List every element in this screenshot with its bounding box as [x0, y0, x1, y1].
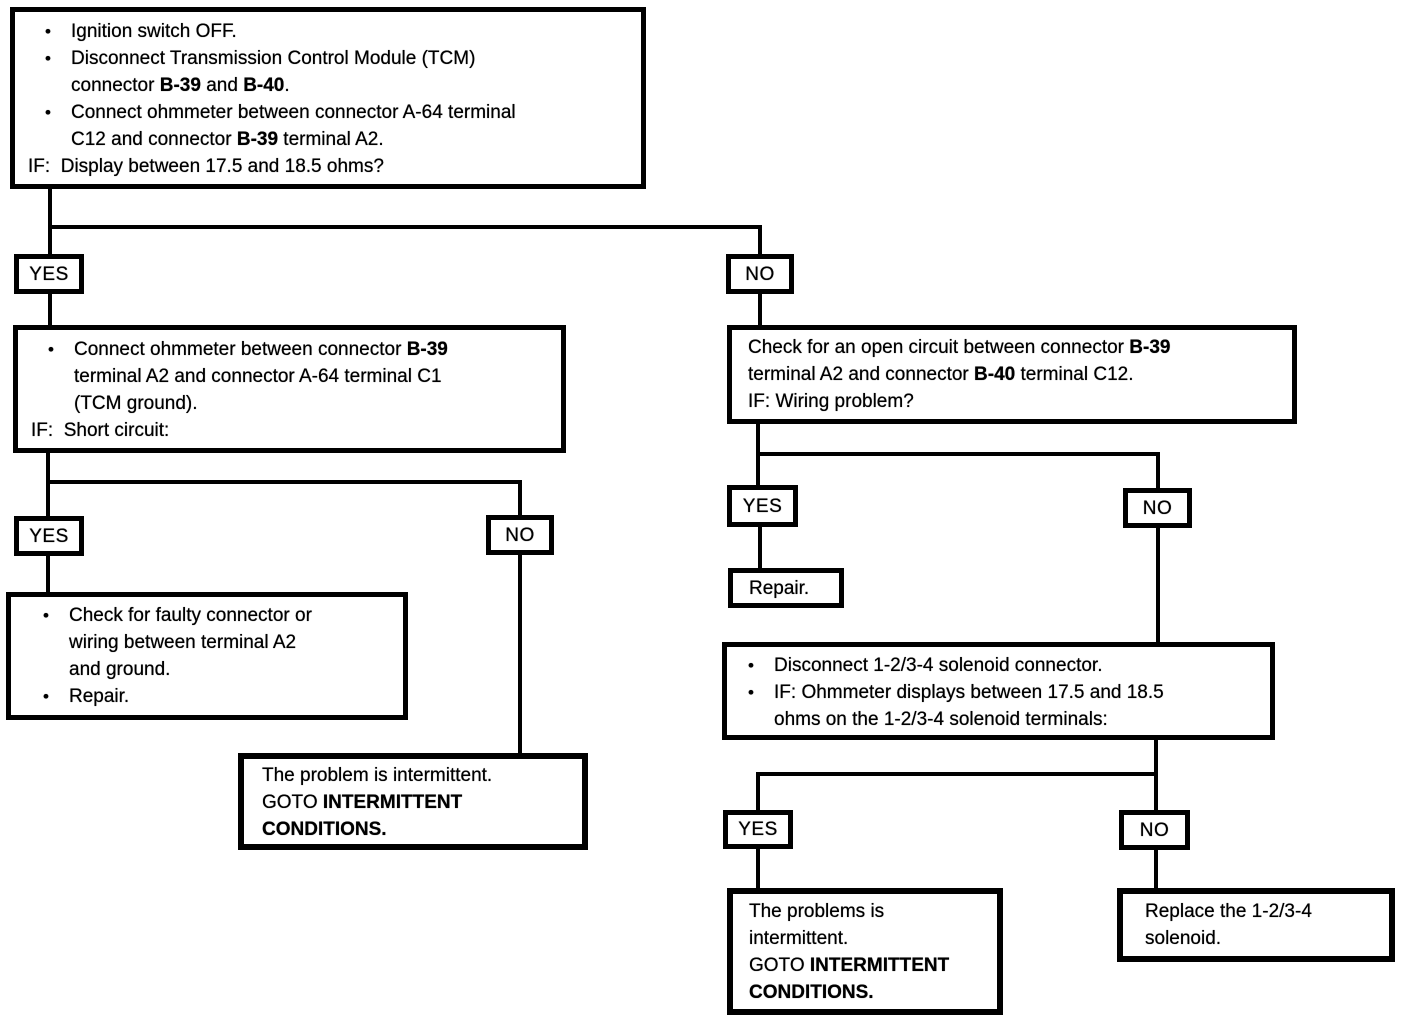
yes-label: YES	[742, 495, 783, 517]
no-label: NO	[1142, 497, 1173, 519]
no-label: NO	[1139, 819, 1170, 841]
connector-line	[756, 849, 760, 888]
connector-ref: B-40	[243, 75, 285, 96]
decision-no-1: NO	[726, 254, 794, 294]
connector-ref: B-40	[974, 364, 1016, 385]
node-repair: Repair.	[728, 568, 844, 608]
connector-line	[518, 480, 522, 515]
step-text: connector	[71, 75, 160, 96]
connector-line	[1154, 740, 1158, 772]
connector-line	[1156, 528, 1160, 642]
goto-target: INTERMITTENT	[809, 955, 950, 976]
node-faulty-connector-repair: • Check for faulty connector or wiring be…	[6, 592, 408, 720]
connector-ref: B-39	[236, 129, 279, 150]
connector-line	[518, 555, 522, 753]
connector-line	[756, 772, 1158, 776]
node-short-circuit-test: • Connect ohmmeter between connector B-39…	[13, 325, 566, 453]
step-text: terminal A2.	[278, 129, 384, 150]
goto-target: CONDITIONS.	[262, 819, 387, 840]
yes-label: YES	[738, 819, 778, 840]
connector-line	[758, 294, 762, 325]
connector-line	[756, 452, 760, 488]
connector-line	[1154, 850, 1158, 888]
condition-text: ohms on the 1-2/3-4 solenoid terminals:	[774, 709, 1108, 730]
result-text: GOTO	[749, 955, 810, 976]
goto-target: INTERMITTENT	[322, 792, 463, 813]
connector-line	[756, 772, 760, 810]
no-label: NO	[505, 524, 535, 546]
condition-text: IF: Ohmmeter displays between 17.5 and 1…	[774, 682, 1164, 703]
bullet-icon: •	[748, 656, 754, 675]
step-text: Disconnect Transmission Control Module (…	[71, 48, 476, 69]
step-text: terminal A2 and connector	[748, 364, 975, 385]
result-text: Replace the 1-2/3-4	[1145, 901, 1312, 922]
decision-yes-3: YES	[727, 485, 798, 527]
condition-text: IF: Display between 17.5 and 18.5 ohms?	[28, 156, 384, 177]
connector-ref: B-39	[159, 75, 201, 96]
bullet-icon: •	[45, 103, 51, 122]
result-text: The problems is	[749, 901, 885, 922]
result-text: GOTO	[262, 792, 323, 813]
connector-line	[48, 294, 52, 325]
bullet-icon: •	[45, 22, 51, 41]
bullet-icon: •	[43, 687, 49, 706]
step-text: terminal A2 and connector A-64 terminal …	[74, 366, 442, 387]
connector-line	[758, 225, 762, 254]
step-text: Repair.	[69, 686, 130, 707]
connector-line	[756, 424, 760, 452]
decision-no-4: NO	[1119, 810, 1190, 850]
step-text: wiring between terminal A2	[69, 632, 297, 653]
connector-ref: B-39	[1129, 337, 1171, 358]
result-text: The problem is intermittent.	[262, 765, 493, 786]
result-text: solenoid.	[1145, 928, 1222, 949]
bullet-icon: •	[43, 606, 49, 625]
connector-line	[48, 225, 762, 229]
step-text: and ground.	[69, 659, 171, 680]
node-ignition-ohmmeter-check: • Ignition switch OFF. • Disconnect Transm…	[10, 7, 646, 189]
step-text: Check for faulty connector or	[69, 605, 312, 626]
node-replace-solenoid: Replace the 1-2/3-4 solenoid.	[1117, 888, 1395, 962]
node-solenoid-ohmmeter-test: •Disconnect 1-2/3-4 solenoid connector. …	[722, 642, 1275, 740]
decision-no-2: NO	[486, 515, 554, 555]
decision-yes-4: YES	[723, 810, 793, 849]
step-text: and	[200, 75, 244, 96]
yes-label: YES	[29, 263, 69, 285]
step-text: (TCM ground).	[74, 393, 198, 414]
connector-line	[48, 188, 52, 225]
node-open-circuit-check: Check for an open circuit between connec…	[727, 325, 1297, 424]
step-text: Ignition switch OFF.	[71, 21, 237, 42]
bullet-icon: •	[48, 340, 54, 359]
step-text: Disconnect 1-2/3-4 solenoid connector.	[774, 655, 1103, 676]
yes-label: YES	[29, 525, 69, 547]
connector-line	[1156, 452, 1160, 488]
connector-line	[758, 527, 762, 568]
decision-yes-2: YES	[14, 516, 84, 556]
node-intermittent-left: The problem is intermittent. GOTO INTERM…	[238, 753, 588, 850]
result-text: intermittent.	[749, 928, 849, 949]
decision-no-3: NO	[1123, 488, 1192, 528]
result-text: Repair.	[749, 577, 810, 599]
bullet-icon: •	[45, 49, 51, 68]
step-text: Check for an open circuit between connec…	[748, 337, 1130, 358]
connector-line	[1154, 772, 1158, 810]
connector-line	[756, 452, 1160, 456]
no-label: NO	[745, 263, 775, 285]
bullet-icon: •	[748, 683, 754, 702]
step-text: terminal C12.	[1015, 364, 1134, 385]
goto-target: CONDITIONS.	[749, 982, 874, 1003]
connector-line	[46, 556, 50, 592]
connector-line	[46, 480, 522, 484]
node-intermittent-right: The problems is intermittent. GOTO INTER…	[727, 888, 1003, 1015]
connector-line	[48, 225, 52, 254]
condition-text: IF: Wiring problem?	[748, 391, 914, 412]
step-text: C12 and connector	[71, 129, 237, 150]
connector-ref: B-39	[406, 339, 448, 360]
step-text: Connect ohmmeter between connector	[74, 339, 407, 360]
connector-line	[46, 453, 50, 480]
decision-yes-1: YES	[14, 254, 84, 294]
step-text: .	[284, 75, 290, 96]
connector-line	[46, 480, 50, 516]
step-text: Connect ohmmeter between connector A-64 …	[71, 102, 516, 123]
condition-text: IF: Short circuit:	[31, 420, 170, 441]
